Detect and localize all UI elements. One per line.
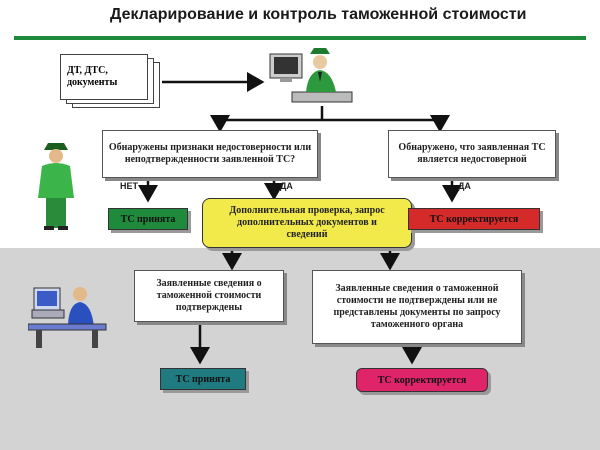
computer-operator-icon	[28, 287, 107, 348]
additional-check-text: Дополнительная проверка, запрос дополнит…	[229, 205, 385, 240]
customs-officer-at-computer-icon	[269, 48, 353, 103]
page-title: Декларирование и контроль таможенной сто…	[110, 6, 527, 23]
not-confirmed-text: Заявленные сведения о таможенной стоимос…	[333, 283, 501, 330]
confirmed-text: Заявленные сведения о таможенной стоимос…	[156, 278, 262, 313]
result-accepted-bottom: ТС принята	[160, 368, 246, 390]
not-confirmed-box: Заявленные сведения о таможенной стоимос…	[312, 270, 522, 344]
result-corrected-top: ТС корректируется	[408, 208, 540, 230]
decision-left-box: Обнаружены признаки недостоверности или …	[102, 130, 318, 178]
additional-check-box: Дополнительная проверка, запрос дополнит…	[202, 198, 412, 248]
decision-right-box: Обнаружено, что заявленная ТС является н…	[388, 130, 556, 178]
decision-right-text: Обнаружено, что заявленная ТС является н…	[398, 142, 546, 165]
documents-label: ДТ, ДТС, документы	[67, 65, 118, 88]
confirmed-box: Заявленные сведения о таможенной стоимос…	[134, 270, 284, 322]
result-corrected-bottom: ТС корректируется	[356, 368, 488, 392]
label-no: НЕТ	[120, 181, 138, 191]
customs-officer-standing-icon	[38, 143, 74, 230]
documents-stack: ДТ, ДТС, документы	[60, 54, 148, 100]
label-yes-right: ДА	[458, 181, 471, 191]
result-accepted-top: ТС принята	[108, 208, 188, 230]
title-underline	[14, 36, 586, 40]
decision-left-text: Обнаружены признаки недостоверности или …	[108, 142, 312, 165]
label-yes-left: ДА	[280, 181, 293, 191]
